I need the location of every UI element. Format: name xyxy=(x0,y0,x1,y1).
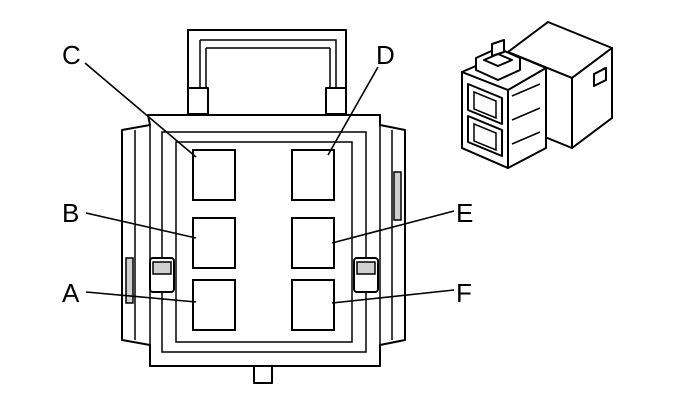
leader-line-d xyxy=(327,66,379,156)
cavity-b xyxy=(192,217,236,269)
right-tpa-tab xyxy=(353,257,379,293)
left-side-slot xyxy=(125,257,134,304)
bottom-key xyxy=(253,365,273,384)
leader-line-e xyxy=(331,210,455,244)
connector-isometric-view xyxy=(461,21,613,169)
callout-f: F xyxy=(456,278,472,308)
cavity-d xyxy=(291,149,335,201)
cavity-f xyxy=(291,279,335,331)
housing-outline xyxy=(121,114,406,367)
cavity-e xyxy=(291,217,335,269)
callout-b: B xyxy=(62,198,79,228)
cavity-a xyxy=(192,279,236,331)
leader-line-c xyxy=(84,62,197,158)
callout-d: D xyxy=(376,40,395,70)
cavity-c xyxy=(192,149,236,201)
callout-c: C xyxy=(62,40,81,70)
leader-line-a xyxy=(85,291,197,303)
leader-line-b xyxy=(85,212,197,239)
locking-tab xyxy=(187,29,347,116)
left-tpa-tab xyxy=(149,257,175,293)
connector-face-view xyxy=(121,29,406,384)
right-side-slot xyxy=(393,171,402,221)
callout-e: E xyxy=(456,198,473,228)
leader-line-f xyxy=(331,289,455,304)
callout-a: A xyxy=(62,278,80,308)
